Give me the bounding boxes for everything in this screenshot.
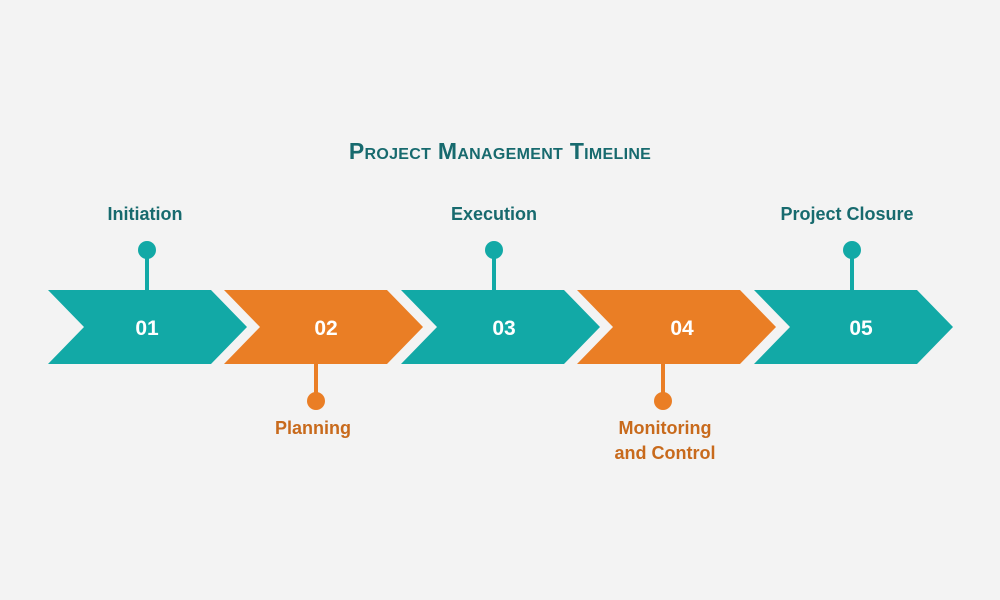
step-label-initiation: Initiation (107, 204, 183, 224)
step-label-execution: Execution (450, 204, 538, 224)
chevron-2 (224, 290, 423, 364)
step-label-planning: Planning (275, 418, 351, 438)
chevron-1 (48, 290, 247, 364)
step-number-4: 04 (670, 317, 694, 340)
chevron-3 (401, 290, 600, 364)
connector-dot-5 (843, 241, 861, 259)
connector-dot-1 (138, 241, 156, 259)
connector-4 (654, 362, 672, 410)
connector-1 (138, 241, 156, 292)
connector-2 (307, 362, 325, 410)
step-label-project-closure: Project Closure (780, 204, 914, 224)
connector-dot-2 (307, 392, 325, 410)
connector-dot-3 (485, 241, 503, 259)
step-label-monitoring-and-control: Monitoring and Control (614, 418, 716, 463)
step-number-5: 05 (849, 317, 873, 340)
step-number-2: 02 (314, 317, 337, 340)
chevron-4 (577, 290, 776, 364)
diagram-title: Project Management Timeline (348, 138, 652, 164)
step-number-3: 03 (492, 317, 515, 340)
connector-5 (843, 241, 861, 292)
chevron-5 (754, 290, 953, 364)
connector-dot-4 (654, 392, 672, 410)
connector-3 (485, 241, 503, 292)
step-number-1: 01 (135, 317, 159, 340)
